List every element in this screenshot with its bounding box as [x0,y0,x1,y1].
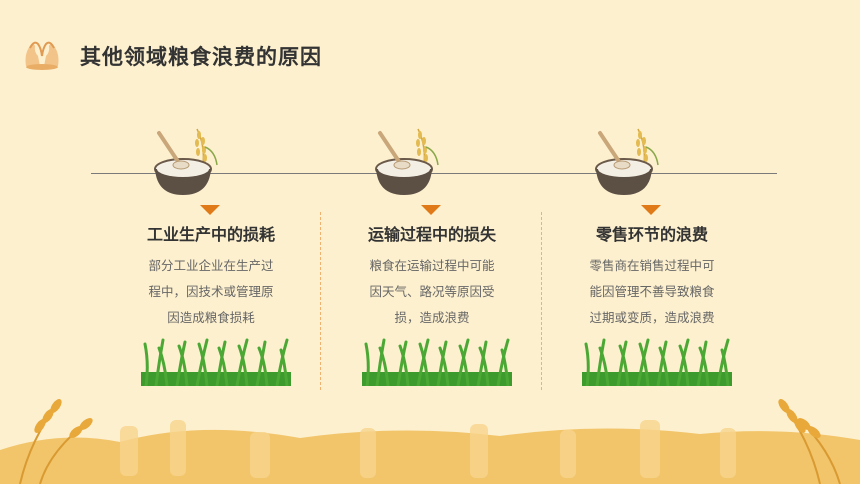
rice-bowl-icon [595,128,659,195]
card-description: 粮食在运输过程中可能 因天气、路况等原因受 损，造成浪费 [369,258,495,325]
card-description: 零售商在销售过程中可 能因管理不善导致粮食 过期或变质，造成浪费 [589,258,715,325]
card-title: 零售环节的浪费 [595,225,708,244]
reason-card-industrial: 工业生产中的损耗 部分工业企业在生产过 程中，因技术或管理原 因造成粮食损耗 [100,125,322,390]
rice-bowl-icon [154,128,218,195]
reason-card-transport: 运输过程中的损失 粮食在运输过程中可能 因天气、路况等原因受 损，造成浪费 [321,125,543,390]
card-title: 运输过程中的损失 [367,225,496,244]
column-divider [320,212,321,390]
card-title: 工业生产中的损耗 [146,225,275,244]
wheat-field-decoration [0,399,860,484]
grass-icon [582,338,732,386]
page-title: 其他领域粮食浪费的原因 [80,45,322,69]
timeline-marker [421,205,441,215]
reason-card-retail: 零售环节的浪费 零售商在销售过程中可 能因管理不善导致粮食 过期或变质，造成浪费 [541,125,763,390]
grass-icon [362,338,512,386]
timeline-marker [641,205,661,215]
grass-icon [141,338,291,386]
hands-holding-icon [25,41,59,70]
timeline-marker [200,205,220,215]
column-divider [541,212,542,390]
timeline-line [91,173,777,174]
rice-bowl-icon [375,128,439,195]
card-description: 部分工业企业在生产过 程中，因技术或管理原 因造成粮食损耗 [148,258,274,325]
